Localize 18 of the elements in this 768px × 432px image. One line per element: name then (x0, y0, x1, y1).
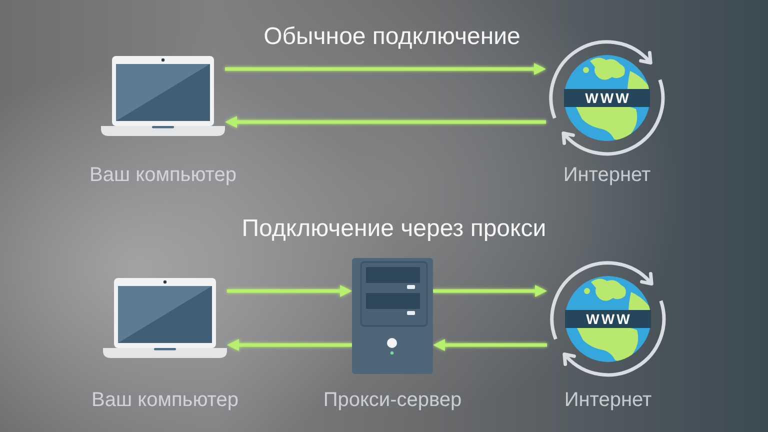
arrow (227, 339, 352, 351)
banner-text: WWW (584, 90, 631, 106)
node-caption: Ваш компьютер (92, 389, 238, 412)
node-caption: Прокси-сервер (323, 389, 462, 412)
laptop-icon (103, 278, 227, 359)
arrow (227, 285, 352, 297)
section-heading: Обычное подключение (264, 23, 520, 51)
section-heading: Подключение через прокси (242, 215, 546, 243)
node-caption: Интернет (564, 389, 652, 412)
laptop-icon (101, 56, 225, 137)
node-caption: Интернет (563, 164, 651, 187)
arrow (225, 63, 546, 75)
arrow (225, 116, 546, 128)
server-icon (352, 258, 433, 374)
banner-text: WWW (585, 311, 632, 327)
node-caption: Ваш компьютер (90, 164, 236, 187)
arrow (433, 339, 547, 351)
arrow (433, 285, 547, 297)
